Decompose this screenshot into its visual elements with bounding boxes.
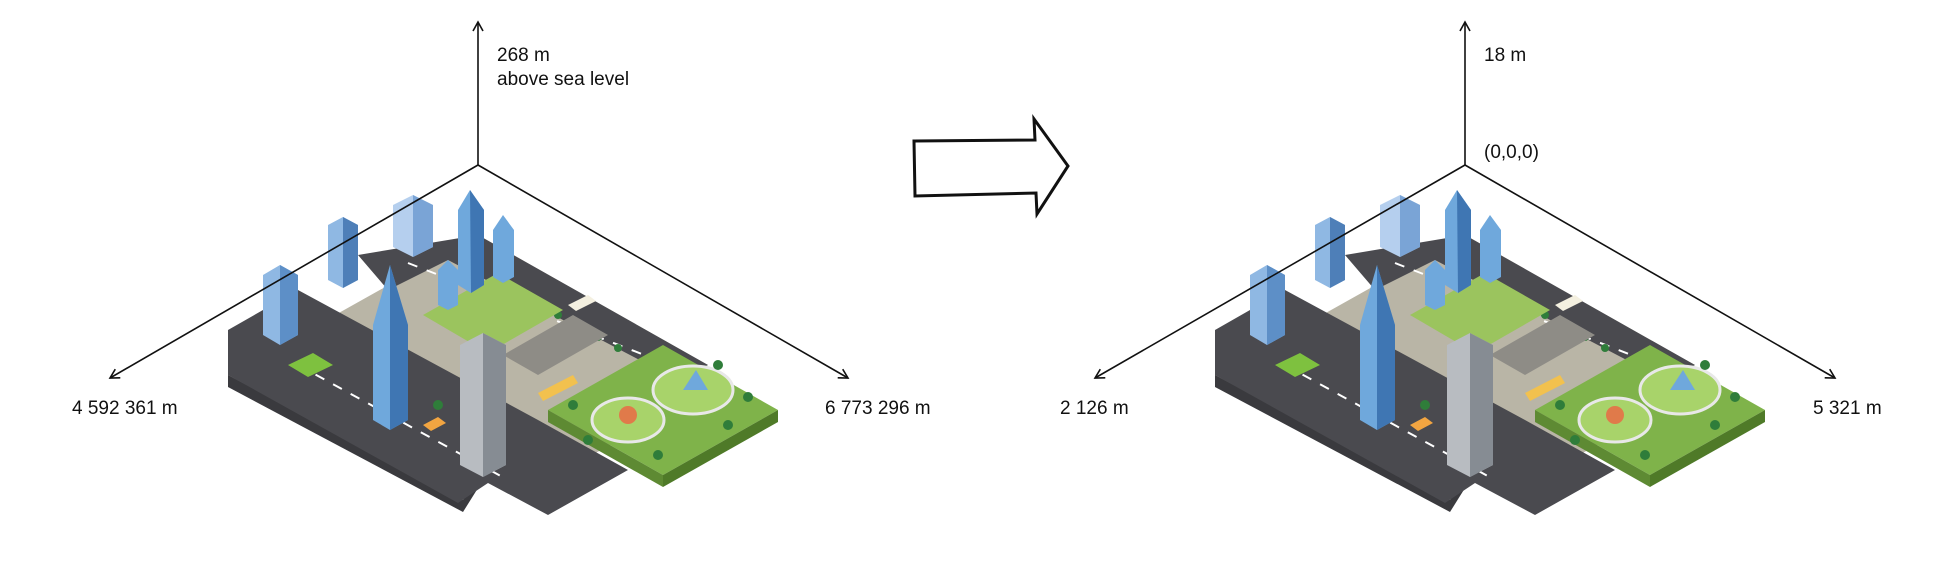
right-z-label: 18 m bbox=[1484, 45, 1526, 66]
left-scene: 268 m above sea level 4 592 361 m 6 773 … bbox=[72, 20, 931, 517]
right-y-axis bbox=[1464, 164, 1837, 379]
right-origin-label: (0,0,0) bbox=[1484, 142, 1539, 163]
right-x-axis bbox=[1093, 164, 1466, 379]
right-scene: 18 m (0,0,0) 2 126 m 5 321 m bbox=[1060, 20, 1882, 517]
left-x-label: 4 592 361 m bbox=[72, 398, 178, 419]
left-y-label: 6 773 296 m bbox=[825, 398, 931, 419]
right-x-label: 2 126 m bbox=[1060, 398, 1129, 419]
left-z-label-line2: above sea level bbox=[497, 69, 629, 90]
right-y-label: 5 321 m bbox=[1813, 398, 1882, 419]
left-z-label-line1: 268 m bbox=[497, 45, 550, 66]
right-city-illustration bbox=[1213, 188, 1767, 517]
left-city-illustration bbox=[226, 188, 780, 517]
right-arrow-icon bbox=[912, 114, 1070, 219]
left-x-axis bbox=[108, 164, 479, 379]
left-y-axis bbox=[477, 164, 850, 379]
